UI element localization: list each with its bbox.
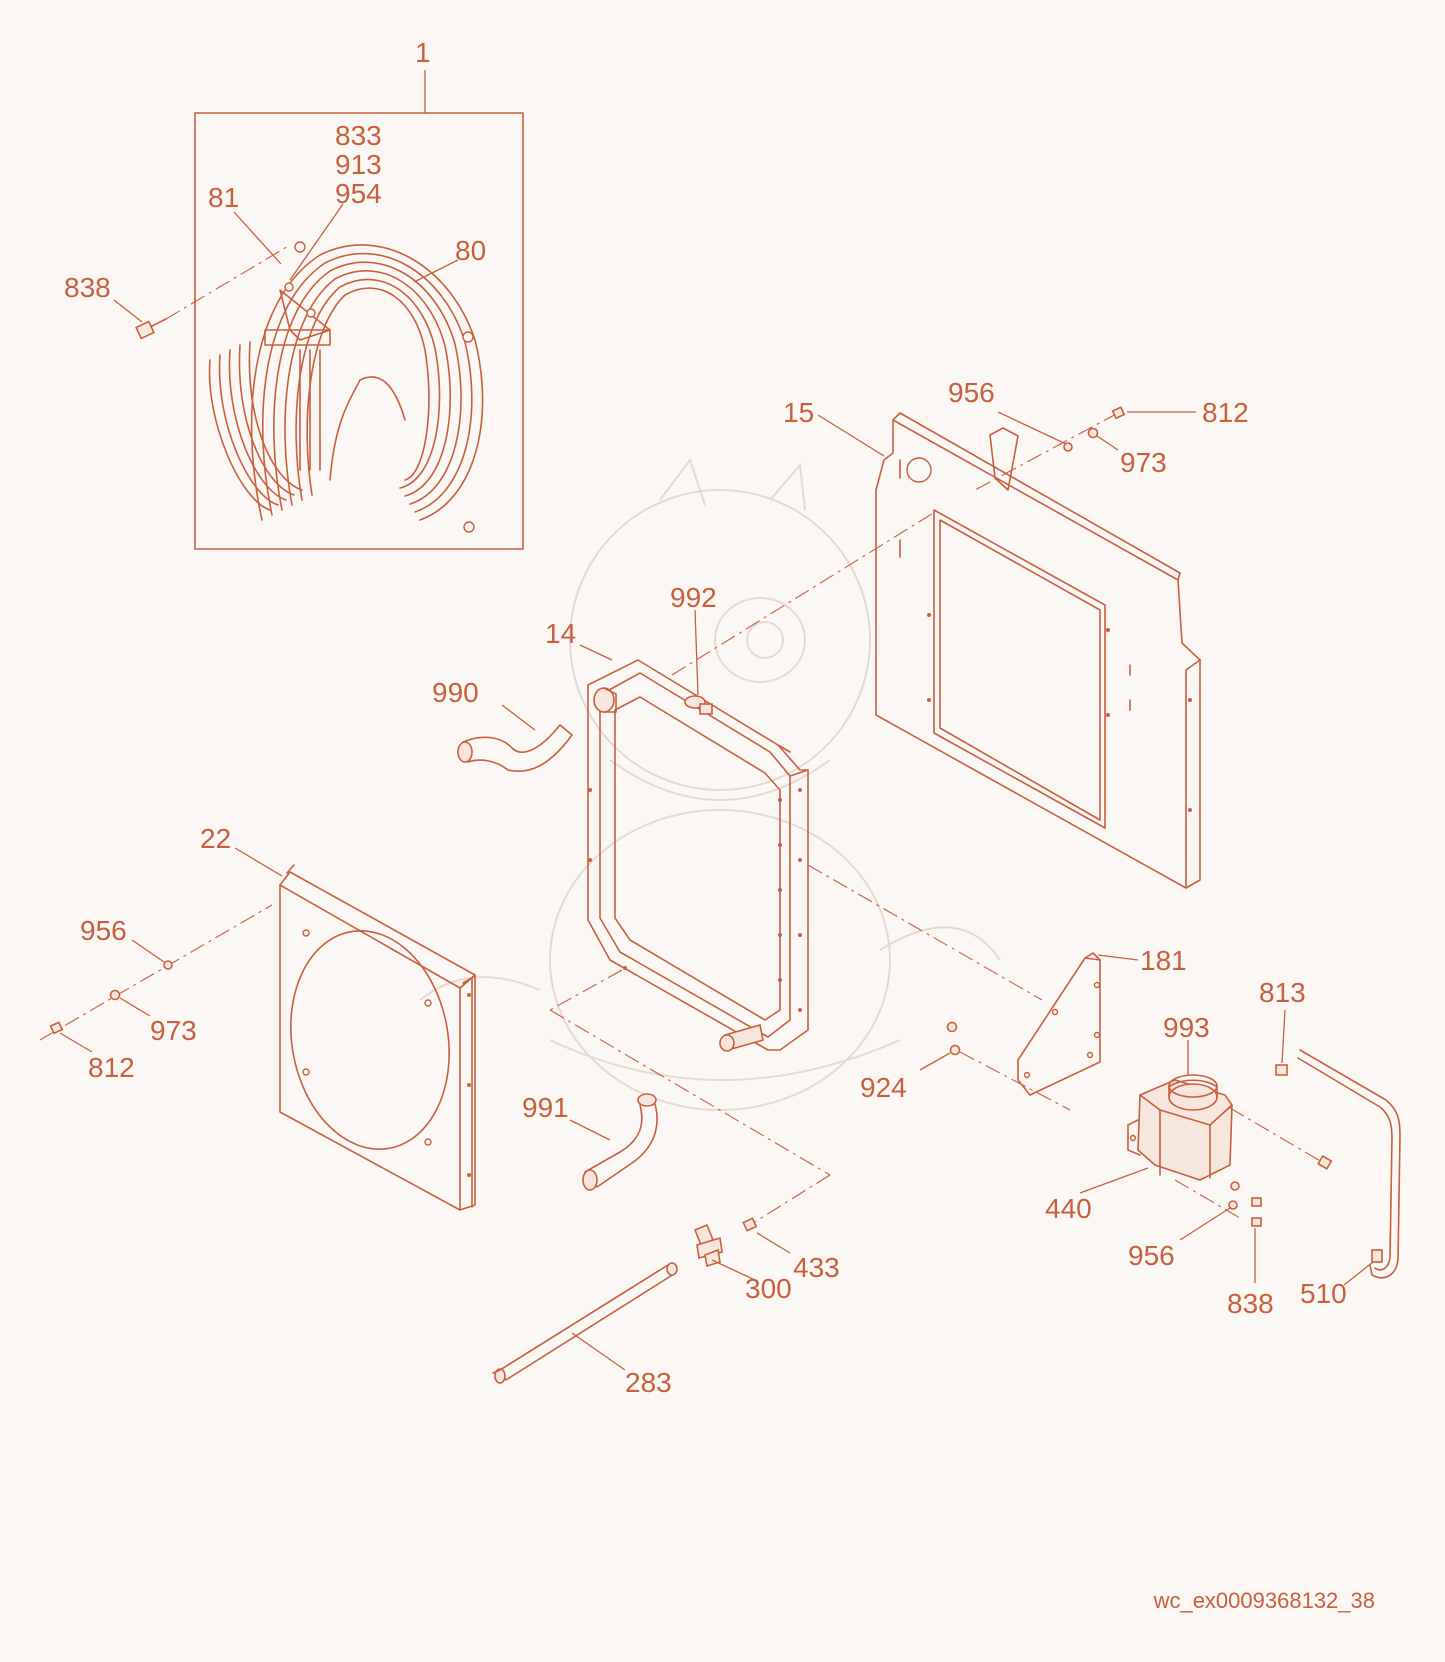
callout-15: 15 (783, 397, 814, 428)
callout-838-top: 838 (64, 272, 111, 303)
radiator-14 (579, 609, 809, 1052)
callout-812-top: 812 (1202, 397, 1249, 428)
drain-hose-283 (492, 1262, 678, 1384)
callout-973-top: 973 (1120, 447, 1167, 478)
hose-990 (457, 704, 573, 772)
callout-954: 954 (335, 178, 382, 209)
alignment-line-1 (671, 511, 936, 676)
alignment-line-4 (549, 1009, 831, 1176)
callout-924: 924 (860, 1072, 907, 1103)
hardware-left (39, 904, 273, 1053)
shroud-panel-15 (817, 412, 1201, 889)
callout-22: 22 (200, 823, 231, 854)
callout-992: 992 (670, 582, 717, 613)
callout-440: 440 (1045, 1193, 1092, 1224)
nuts-924 (919, 1021, 1071, 1111)
reference-code: wc_ex0009368132_38 (1153, 1588, 1375, 1613)
leader-15 (817, 414, 885, 457)
leader-283 (571, 1332, 626, 1371)
callout-833: 833 (335, 120, 382, 151)
inset-frame (194, 112, 524, 550)
expansion-tank-440 (1079, 1040, 1233, 1194)
callout-283: 283 (625, 1367, 672, 1398)
leader-80 (413, 259, 459, 283)
hose-991 (569, 1093, 658, 1191)
leader-838a (113, 299, 143, 323)
leader-440 (1079, 1167, 1149, 1194)
callout-973-left: 973 (150, 1015, 197, 1046)
callout-956-top: 956 (948, 377, 995, 408)
radiator-inlet (593, 687, 617, 713)
alignment-line-2 (807, 864, 1043, 1001)
watermark-illustration (419, 457, 1001, 1111)
leader-14 (579, 644, 613, 661)
radiator-outlet (719, 1023, 764, 1052)
callout-990: 990 (432, 677, 479, 708)
hardware-top-right (974, 406, 1196, 491)
fan-guard (208, 241, 484, 533)
hardware-under-tank (1174, 1179, 1262, 1283)
callout-956-bottom: 956 (1128, 1240, 1175, 1271)
callout-510: 510 (1300, 1278, 1347, 1309)
leader-81 (233, 211, 282, 265)
bolt-813 (1275, 1009, 1288, 1076)
callout-80: 80 (455, 235, 486, 266)
fan-guard-inset (113, 70, 524, 550)
radiator-cap-992 (684, 695, 713, 715)
callout-956-left: 956 (80, 915, 127, 946)
drain-valve-300 (693, 1217, 791, 1281)
callout-labels: 1 833 913 954 81 80 838 15 956 812 973 9… (64, 37, 1347, 1398)
leader-22 (234, 847, 283, 877)
tube-510 (1297, 1049, 1401, 1286)
bolt-838-left (135, 244, 291, 340)
leader-181 (1097, 954, 1139, 961)
bracket-181 (1017, 952, 1139, 1096)
leader-433 (756, 1232, 791, 1254)
leader-300 (711, 1259, 756, 1281)
callout-913: 913 (335, 149, 382, 180)
callout-991: 991 (522, 1092, 569, 1123)
callout-1: 1 (415, 37, 431, 68)
alignment-line-3 (549, 969, 623, 1011)
callout-300: 300 (745, 1273, 792, 1304)
callout-813: 813 (1259, 977, 1306, 1008)
leader-992 (694, 609, 699, 696)
callout-838-bottom: 838 (1227, 1288, 1274, 1319)
fan-shroud-22 (234, 847, 476, 1211)
callout-993: 993 (1163, 1012, 1210, 1043)
callout-433: 433 (793, 1252, 840, 1283)
callout-14: 14 (545, 618, 576, 649)
alignment-line-5 (749, 1174, 831, 1226)
leader-833 (289, 203, 344, 281)
callout-181: 181 (1140, 945, 1187, 976)
bolt-tank-right (1229, 1107, 1333, 1170)
callout-81: 81 (208, 182, 239, 213)
callout-812-left: 812 (88, 1052, 135, 1083)
